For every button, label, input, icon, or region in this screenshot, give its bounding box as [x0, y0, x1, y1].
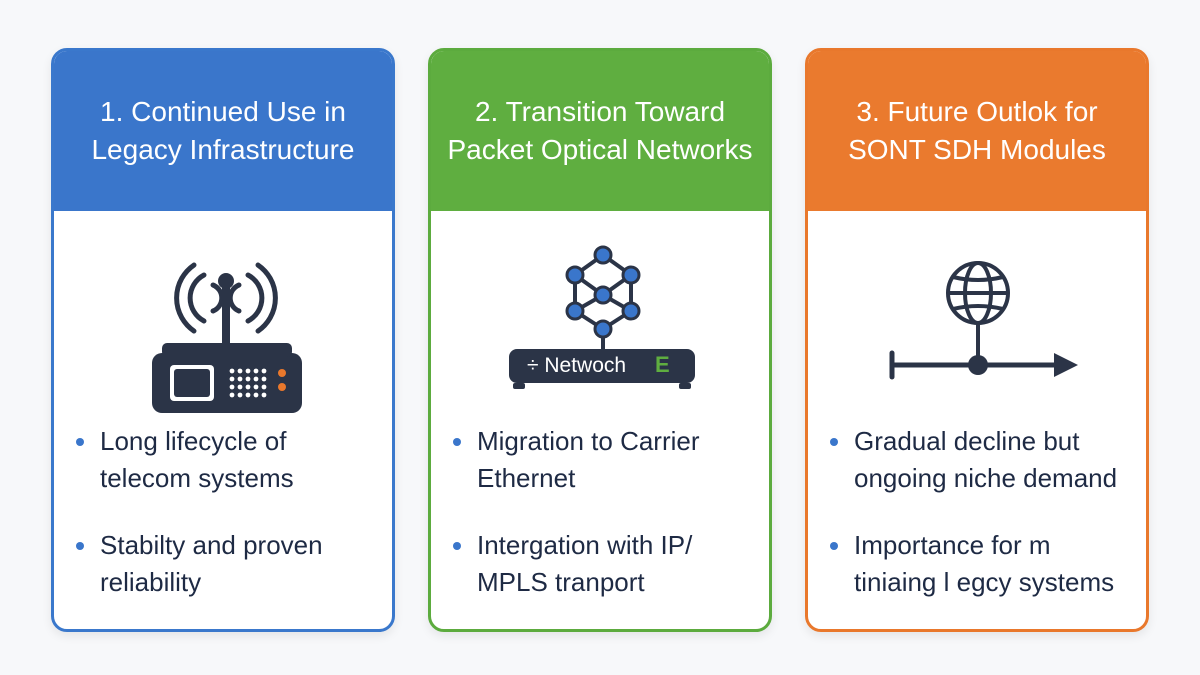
card-title: 2. Transition Toward Packet Optical Netw…	[447, 96, 753, 165]
card-header: 2. Transition Toward Packet Optical Netw…	[431, 51, 769, 211]
list-item: Long lifecycle of telecom systems	[76, 423, 382, 497]
network-switch-icon: ÷ Netwoch E	[431, 233, 769, 413]
card-title: 1. Continued Use in Legacy Infrastructur…	[91, 96, 355, 165]
bullet-list: Migration to Carrier Ethernet Intergatio…	[453, 423, 759, 629]
list-item: Gradual decline but ongoing niche demand	[830, 423, 1136, 497]
card-title: 3. Future Outlok for SONT SDH Modules	[848, 96, 1106, 165]
device-badge: E	[655, 352, 670, 377]
device-label: ÷ Netwoch	[527, 354, 627, 377]
list-item: Migration to Carrier Ethernet	[453, 423, 759, 497]
card-legacy-infrastructure: 1. Continued Use in Legacy Infrastructur…	[51, 48, 395, 632]
card-header: 1. Continued Use in Legacy Infrastructur…	[54, 51, 392, 211]
card-packet-optical: 2. Transition Toward Packet Optical Netw…	[428, 48, 772, 632]
card-future-outlook: 3. Future Outlok for SONT SDH Modules Gr…	[805, 48, 1149, 632]
globe-arrow-icon	[808, 233, 1146, 413]
radio-transmitter-icon	[54, 233, 392, 413]
card-header: 3. Future Outlok for SONT SDH Modules	[808, 51, 1146, 211]
bullet-list: Long lifecycle of telecom systems Stabil…	[76, 423, 382, 629]
list-item: Intergation with IP/ MPLS tranport	[453, 527, 759, 601]
bullet-list: Gradual decline but ongoing niche demand…	[830, 423, 1136, 629]
list-item: Importance for m tiniaing l egcy systems	[830, 527, 1136, 601]
list-item: Stabilty and proven reliability	[76, 527, 382, 601]
